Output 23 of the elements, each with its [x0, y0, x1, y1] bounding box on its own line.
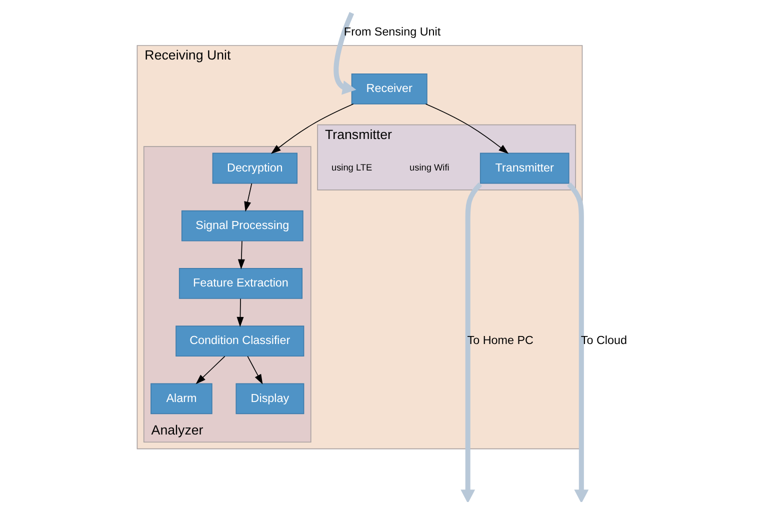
node-box: Signal Processing — [181, 210, 304, 241]
arrow — [238, 240, 245, 269]
arrow — [236, 298, 244, 326]
arrow — [460, 182, 482, 502]
arrow — [247, 355, 263, 384]
node-box: Decryption — [212, 152, 298, 184]
arrow — [567, 182, 589, 502]
label: using LTE — [331, 162, 372, 172]
arrow — [196, 355, 226, 384]
arrow — [270, 103, 354, 154]
arrow — [334, 12, 356, 94]
edge-label: From Sensing Unit — [344, 25, 441, 38]
arrow — [244, 182, 252, 212]
node-box: Feature Extraction — [178, 268, 303, 298]
node-box: Display — [236, 382, 304, 414]
node-box: Condition Classifier — [176, 325, 304, 356]
edge-label: To Cloud — [580, 334, 627, 347]
label: using Wifi — [410, 162, 450, 172]
arrow — [425, 103, 509, 154]
edge-label: To Home PC — [467, 334, 534, 347]
node-box: Receiver — [351, 72, 428, 104]
node-box: Alarm — [150, 382, 212, 414]
node-box: Transmitter — [480, 152, 570, 184]
